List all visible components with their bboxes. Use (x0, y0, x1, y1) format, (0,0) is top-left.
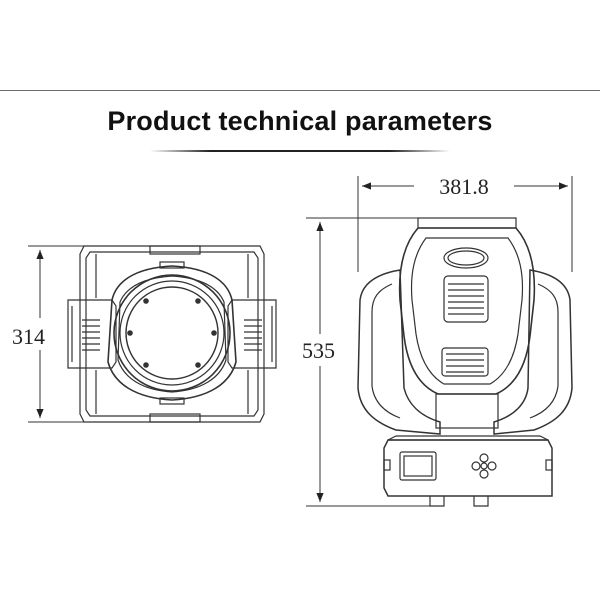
width-dimension (357, 176, 573, 272)
side-view (357, 217, 573, 507)
height-dimension (306, 217, 430, 507)
front-head-body (107, 265, 237, 401)
depth-label: 314 (12, 324, 45, 349)
side-lamp-window (443, 247, 489, 269)
front-lens-outer (113, 274, 231, 392)
side-top-cap (417, 217, 517, 229)
side-lower-vent (441, 347, 489, 377)
side-left-arm (357, 269, 441, 435)
side-upper-vent (443, 275, 489, 323)
front-right-arm (227, 299, 277, 369)
front-view (67, 245, 277, 423)
side-head (398, 227, 536, 395)
width-label: 381.8 (439, 174, 489, 199)
side-right-arm (493, 269, 573, 435)
top-divider (0, 90, 600, 91)
side-base (383, 439, 553, 497)
page-title: Product technical parameters (107, 106, 493, 136)
side-base-display (399, 451, 437, 481)
front-lens-inner (125, 286, 219, 380)
front-yoke-frame (79, 245, 265, 423)
depth-dimension (28, 245, 84, 423)
title-underline (150, 150, 450, 152)
side-base-buttons (471, 453, 497, 479)
height-label: 535 (302, 338, 335, 363)
